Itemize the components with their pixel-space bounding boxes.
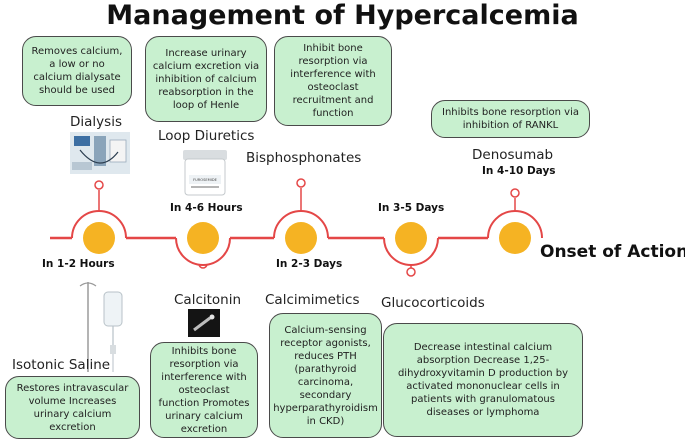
onset-3-5-days: In 3-5 Days (378, 202, 445, 214)
axis-label: Onset of Action (540, 242, 685, 262)
description-loop-diuretics: Increase urinary calcium excretion via i… (145, 36, 267, 122)
description-calcitonin: Inhibits bone resorption via interferenc… (150, 342, 258, 438)
label-glucocorticoids: Glucocorticoids (381, 295, 485, 311)
onset-4-10-days: In 4-10 Days (482, 165, 556, 177)
node-1 (71, 210, 127, 265)
onset-4-6-hours: In 4-6 Hours (170, 202, 243, 214)
description-glucocorticoids: Decrease intestinal calcium absorption D… (383, 323, 583, 437)
label-dialysis: Dialysis (70, 114, 122, 130)
label-calcimimetics: Calcimimetics (265, 292, 360, 308)
page-title: Management of Hypercalcemia (106, 0, 579, 31)
description-isotonic-saline: Restores intravascular volume Increases … (5, 376, 140, 439)
jar-label: FUROSEMIDE (193, 178, 218, 182)
dialysis-machine-icon (70, 132, 130, 174)
connector-dot-denosumab (510, 188, 520, 198)
node-3 (273, 210, 329, 265)
description-denosumab: Inhibits bone resorption via inhibition … (431, 100, 590, 138)
label-denosumab: Denosumab (472, 147, 554, 163)
description-bisphosphonates: Inhibit bone resorption via interference… (274, 36, 392, 126)
nasal-spray-icon (188, 309, 220, 337)
onset-1-2-hours: In 1-2 Hours (42, 258, 115, 270)
label-loop-diuretics: Loop Diuretics (158, 128, 255, 144)
node-5 (487, 210, 543, 265)
medicine-jar-icon (183, 150, 227, 196)
connector-dot-glucocorticoids (406, 267, 416, 277)
label-isotonic-saline: Isotonic Saline (12, 357, 111, 373)
description-dialysis: Removes calcium, a low or no calcium dia… (22, 36, 132, 106)
node-2 (175, 211, 231, 266)
connector-dot-bisphosphonates (296, 178, 306, 188)
label-calcitonin: Calcitonin (174, 292, 242, 308)
iv-bag-icon (79, 282, 123, 372)
label-bisphosphonates: Bisphosphonates (246, 150, 362, 166)
description-calcimimetics: Calcium-sensing receptor agonists, reduc… (269, 313, 382, 438)
onset-2-3-days: In 2-3 Days (276, 258, 343, 270)
connector-dot-dialysis (94, 180, 104, 190)
node-4 (383, 211, 439, 266)
